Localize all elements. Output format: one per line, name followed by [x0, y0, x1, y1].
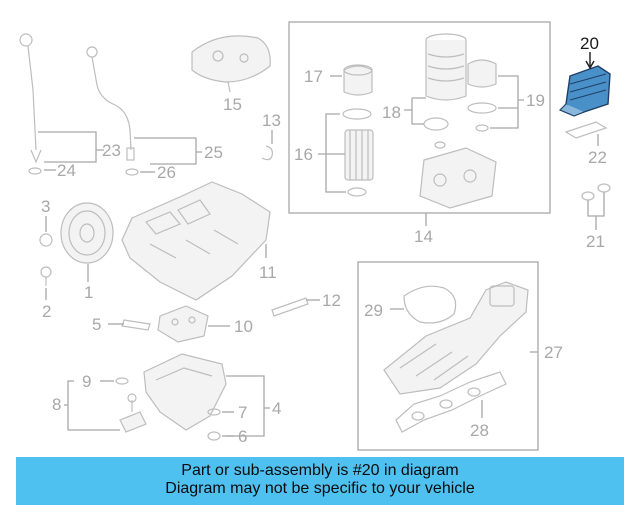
- leader-19: [490, 75, 524, 129]
- callout-25: 25: [204, 143, 223, 162]
- leader-23: [38, 131, 104, 163]
- seal-16a-illustration: [342, 108, 372, 120]
- callout-10: 10: [234, 317, 253, 336]
- seal-21b-illustration: [597, 183, 611, 193]
- gasket-28-illustration: [395, 371, 507, 433]
- seal-16b-illustration: [347, 187, 367, 197]
- leader-20-arrow: [585, 60, 595, 70]
- leader-8: [64, 380, 120, 431]
- cover-15-illustration: [191, 35, 271, 93]
- callout-28: 28: [470, 421, 489, 440]
- seal-7-illustration: [207, 408, 221, 416]
- leader-18: [404, 97, 426, 125]
- callout-17: 17: [304, 67, 323, 86]
- oring-9-illustration: [115, 377, 129, 385]
- callout-14: 14: [414, 227, 433, 246]
- callout-26: 26: [157, 163, 176, 182]
- sensor-8-illustration: [119, 393, 147, 433]
- pulley-1-illustration: [60, 202, 114, 264]
- oring-19b-illustration: [475, 124, 489, 132]
- cap-19-illustration: [467, 59, 497, 88]
- callout-8: 8: [52, 395, 61, 414]
- callout-7: 7: [238, 403, 247, 422]
- seal-21a-illustration: [581, 191, 595, 201]
- callout-2: 2: [42, 302, 51, 321]
- oring-18b-illustration: [434, 141, 446, 149]
- callout-24: 24: [57, 161, 76, 180]
- callout-21: 21: [586, 232, 605, 251]
- leader-16: [318, 113, 346, 193]
- callout-3: 3: [41, 197, 50, 216]
- filter-housing-base-illustration: [419, 147, 497, 209]
- callout-9: 9: [82, 372, 91, 391]
- oil-pan-illustration: [143, 353, 227, 431]
- callout-29: 29: [364, 301, 383, 320]
- gasket-29-illustration: [403, 285, 457, 324]
- callout-20: 20: [580, 34, 599, 53]
- group-box-27: [357, 261, 539, 451]
- callout-1: 1: [84, 283, 93, 302]
- gasket-22-illustration: [564, 121, 608, 139]
- leader-4: [226, 375, 270, 437]
- pipe-12-illustration: [271, 297, 309, 317]
- callout-23: 23: [102, 141, 121, 160]
- part-info-banner: Part or sub-assembly is #20 in diagram D…: [16, 457, 624, 505]
- oring-18-illustration: [423, 117, 449, 131]
- leader-21: [587, 192, 605, 230]
- callout-19: 19: [526, 91, 545, 110]
- banner-line-part: Part or sub-assembly is #20 in diagram: [181, 462, 459, 479]
- oring-19-illustration: [467, 102, 497, 114]
- callout-22: 22: [588, 148, 607, 167]
- callout-18: 18: [382, 103, 401, 122]
- dipstick-tube-illustration: [86, 46, 139, 176]
- callout-5: 5: [92, 315, 101, 334]
- oil-cooler-20-illustration: [558, 65, 611, 117]
- washer-3-illustration: [39, 233, 53, 247]
- oil-pump-10-illustration: [157, 305, 209, 343]
- parts-diagram: 1 2 3 4 5 6 7 8 9 10 11 12 13 14 15 16 1…: [19, 21, 611, 451]
- gasket-5-illustration: [121, 319, 151, 331]
- callout-6: 6: [238, 427, 247, 446]
- filter-cap-17-illustration: [343, 64, 373, 96]
- bolt-2-illustration: [40, 266, 52, 286]
- group-box-14: [288, 21, 551, 214]
- callout-15: 15: [223, 95, 242, 114]
- plug-6-illustration: [207, 431, 221, 441]
- callout-4: 4: [272, 399, 281, 418]
- housing-18-illustration: [425, 33, 467, 101]
- callout-12: 12: [322, 291, 341, 310]
- callout-16: 16: [294, 145, 313, 164]
- callout-27: 27: [544, 343, 563, 362]
- callout-13: 13: [262, 111, 281, 130]
- hose-13-illustration: [261, 145, 273, 161]
- cylinder-block-illustration: [121, 181, 271, 301]
- oil-filter-16-illustration: [344, 129, 374, 181]
- leader-25: [134, 137, 202, 165]
- dipstick-illustration: [19, 33, 42, 175]
- banner-line-disclaimer: Diagram may not be specific to your vehi…: [165, 480, 475, 497]
- intake-manifold-illustration: [383, 281, 529, 395]
- callout-11: 11: [259, 263, 277, 282]
